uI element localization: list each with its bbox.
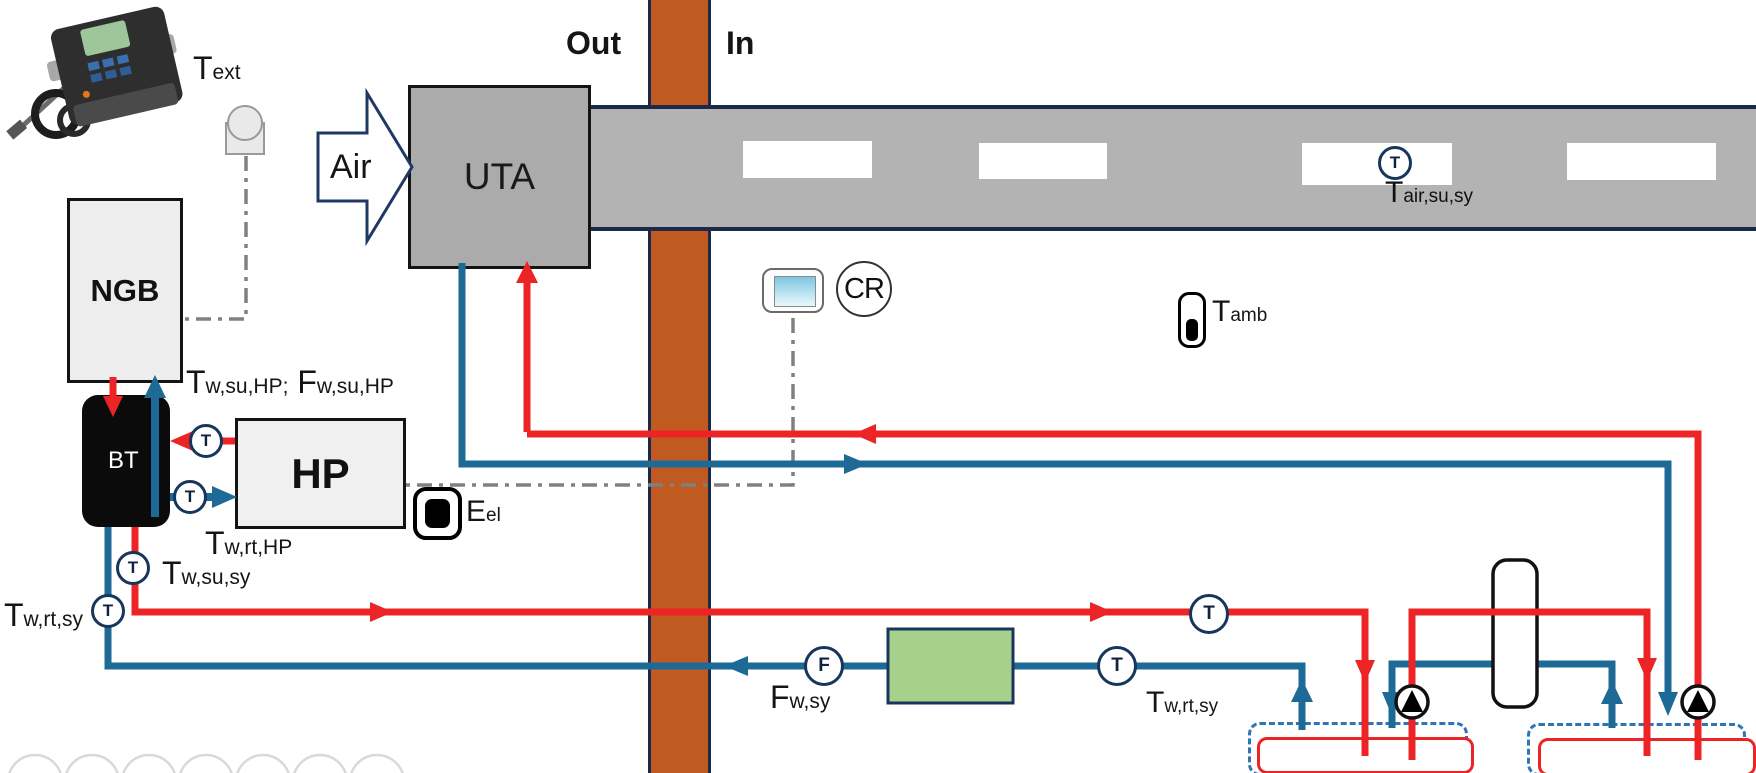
label-out: Out [566,25,622,61]
label-main: T [4,597,24,633]
sensor-letter: T [102,601,114,620]
uta-coil-return-pipe [458,263,1672,708]
label-main: T [186,364,206,400]
sensor-sys-supply-t: T [116,551,150,585]
hp-label: HP [291,449,350,497]
ambient-temp-sensor-icon [1178,292,1206,348]
label-sub: w,su,sy [181,566,251,589]
cr-label: CR [844,272,885,305]
analyzer-key [104,69,118,80]
label-sub: w,su,HP; [205,375,289,398]
label-e-el: Eel [466,497,501,527]
pump-impeller [1401,690,1423,712]
label-sub: w,rt,sy [23,608,84,631]
label-t-w-rt-sy-right: Tw,rt,sy [1146,688,1218,718]
sensor-sys-return-t2: T [1097,646,1137,686]
label-t-air-su-sy: Tair,su,sy [1385,178,1473,208]
label-main: F [297,364,317,400]
pump-icon [1394,684,1430,720]
label-main: T [1212,295,1231,328]
label-sub: amb [1230,305,1268,326]
zone-return-bridge-pipe [1388,660,1616,728]
sensor-letter: T [184,487,196,506]
sensor-letter: T [1389,153,1401,172]
label-t-w-rt-hp: Tw,rt,HP [205,527,292,559]
analyzer-key [116,54,130,65]
radiator-icon [1257,737,1474,773]
sensor-zone-supply-t: T [1189,594,1229,634]
sensor-letter: T [127,558,139,577]
label-t-w-rt-sy-left: Tw,rt,sy [4,599,83,631]
analyzer-probe-handle [6,119,28,140]
cr-signal-line [403,318,795,487]
buffer-tank-box: BT [82,395,170,527]
uta-label: UTA [463,156,536,197]
analyzer-led [82,90,90,98]
electric-meter-core [425,499,450,528]
label-t-w-su-sy: Tw,su,sy [162,557,250,589]
label-sub: ext [212,61,241,84]
label-sub: air,su,sy [1403,186,1474,207]
sensor-duct-air-t: T [1378,146,1412,180]
label-main: T [1146,686,1165,719]
sensor-letter: T [1111,655,1123,676]
bt-label: BT [108,447,139,474]
label-in: In [726,25,755,61]
sensor-flow-meter: F [804,646,844,686]
system-supply-pipe [131,527,1369,756]
label-f-w-sy: Fw,sy [770,681,830,713]
heat-pump-box: HP [235,418,406,529]
label-sub: w,rt,sy [1164,696,1219,717]
faded-watermark-circles [8,753,404,773]
ngb-label: NGB [90,272,160,308]
sensor-letter: T [200,431,212,450]
flue-gas-analyzer-photo [6,6,183,140]
air-grille [1302,143,1452,185]
electric-meter-icon [413,487,462,540]
analyzer-display [80,20,131,56]
heat-meter-icon [886,627,1015,705]
gas-boiler-box: NGB [67,198,183,383]
cr-controller-badge: CR [836,261,892,317]
sensor-letter: T [1203,603,1215,624]
pump-icons [1394,684,1716,720]
label-sub: w,sy [789,690,831,713]
air-handling-unit-box: UTA [408,85,591,269]
sensor-sys-return-t: T [91,594,125,628]
label-air: Air [330,148,372,186]
label-main: T [162,555,182,591]
label-main: T [193,50,213,86]
air-grille [979,143,1107,179]
label-main: F [770,679,790,715]
radiator-icon [1538,738,1756,773]
pump-icon [1680,684,1716,720]
outdoor-temp-sensor-bulb [227,105,263,141]
label-sub: el [486,505,501,526]
analyzer-base [73,83,179,127]
air-grille [743,141,872,178]
thermostat-screen [774,276,816,307]
label-t-amb: Tamb [1212,297,1267,327]
label-main: E [466,495,487,528]
label-sub: w,rt,HP [224,536,293,559]
label-t-ext: Text [193,52,241,84]
analyzer-key [90,72,103,83]
hydraulic-separator-icon [1491,558,1539,709]
pump-impeller [1687,690,1709,712]
analyzer-key [102,57,115,68]
sensor-letter: F [818,655,830,676]
analyzer-key [87,60,100,72]
sensor-hp-supply-t: T [189,424,223,458]
analyzer-key [119,65,132,77]
label-main: T [205,525,225,561]
label-main: T [1385,176,1404,209]
air-grille [1567,143,1716,180]
sensor-hp-return-t: T [173,480,207,514]
room-thermostat-icon [762,268,824,313]
label-sub: w,su,HP [316,375,394,398]
label-hp-supply-flow: Tw,su,HP; Fw,su,HP [186,366,394,398]
analyzer-body [46,6,183,127]
ambient-sensor-core [1186,319,1198,341]
text-signal-line [179,156,248,321]
